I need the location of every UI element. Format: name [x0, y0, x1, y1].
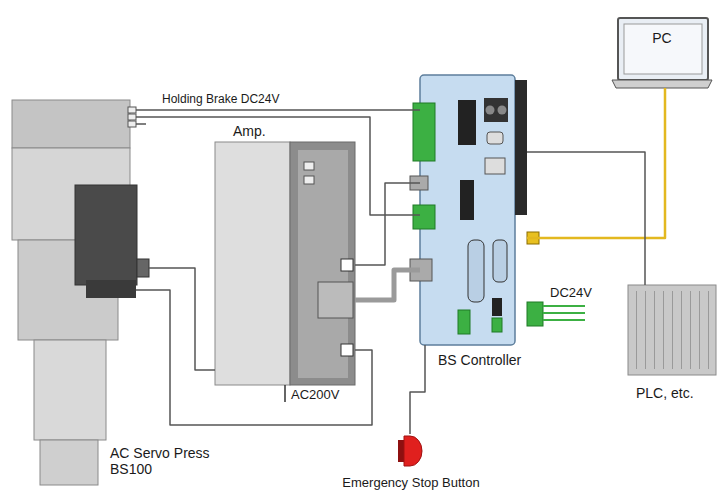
- connector-wire: [152, 290, 372, 425]
- io-connector: [492, 298, 502, 316]
- controller-side-strip: [515, 80, 527, 215]
- connector-wire: [355, 270, 420, 300]
- press-top-housing: [12, 100, 130, 148]
- amp-led: [304, 176, 314, 184]
- connector-wire: [355, 183, 420, 265]
- amp-connector: [341, 259, 353, 271]
- wire-stub: [149, 267, 152, 269]
- supply-voltage-label: DC24V: [550, 286, 592, 301]
- amp-dsub-connector: [318, 282, 353, 318]
- rotary-switch: [498, 106, 507, 115]
- motor-base: [86, 280, 136, 298]
- estop-base: [398, 440, 404, 462]
- dsub-port: [493, 240, 507, 282]
- laptop-screen: [618, 18, 708, 80]
- connector-wire: [410, 345, 425, 434]
- usb-port: [487, 132, 503, 144]
- plc-rack: [628, 285, 716, 375]
- brake-terminal: [128, 121, 136, 127]
- wire-stub: [136, 289, 152, 291]
- rotary-switch-pair: [484, 98, 508, 122]
- plc-slots: [632, 285, 712, 375]
- connector-wire: [152, 268, 215, 370]
- press-rod: [34, 340, 106, 440]
- terminal-block: [413, 205, 435, 229]
- power-wire: [543, 312, 585, 314]
- connector-wire: [152, 109, 420, 111]
- display-port: [458, 100, 476, 145]
- wire-stub: [136, 109, 152, 111]
- pc-laptop: PC: [612, 18, 712, 88]
- servo-press: AC Servo Press BS100: [12, 100, 152, 485]
- estop-button: [404, 436, 422, 466]
- controller-box: BS Controller: [420, 75, 527, 345]
- terminal-block: [458, 310, 470, 334]
- node-label: PLC, etc.: [636, 385, 716, 401]
- io-connector: [460, 180, 474, 220]
- connector-wire: [152, 117, 420, 215]
- emergency-stop: Emergency Stop Button: [398, 434, 424, 466]
- rotary-switch: [486, 106, 495, 115]
- power-terminal: [527, 302, 543, 326]
- wire-label: Holding Brake DC24V: [160, 93, 281, 107]
- node-label: Emergency Stop Button: [326, 476, 496, 491]
- supply-voltage-label: AC200V: [291, 388, 339, 403]
- node-label: BS Controller: [438, 352, 558, 368]
- node-label: PC: [612, 30, 712, 46]
- connector-wire: [527, 152, 645, 285]
- wire-stub: [136, 116, 152, 118]
- amp-front-panel: [290, 142, 355, 385]
- dsub-port: [468, 240, 484, 302]
- terminal-block: [492, 318, 502, 332]
- power-wire: [284, 385, 286, 402]
- power-wire: [543, 319, 585, 321]
- servo-motor: [75, 185, 137, 285]
- wire-stub: [136, 123, 146, 125]
- ethernet-port: [485, 158, 505, 174]
- press-tip: [40, 440, 98, 485]
- laptop-base: [612, 80, 712, 88]
- amplifier-box: Amp.: [215, 142, 355, 385]
- node-label: Amp.: [233, 123, 313, 139]
- node-label: AC Servo Press BS100: [110, 445, 235, 477]
- terminal-block: [413, 103, 435, 161]
- amp-connector: [341, 344, 353, 356]
- plc-rack: PLC, etc.: [628, 285, 716, 375]
- motor-connector: [137, 259, 149, 277]
- brake-terminal: [128, 107, 136, 113]
- power-wire: [543, 305, 585, 307]
- amp-led: [304, 162, 314, 170]
- brake-terminal: [128, 114, 136, 120]
- amp-body: [215, 142, 290, 385]
